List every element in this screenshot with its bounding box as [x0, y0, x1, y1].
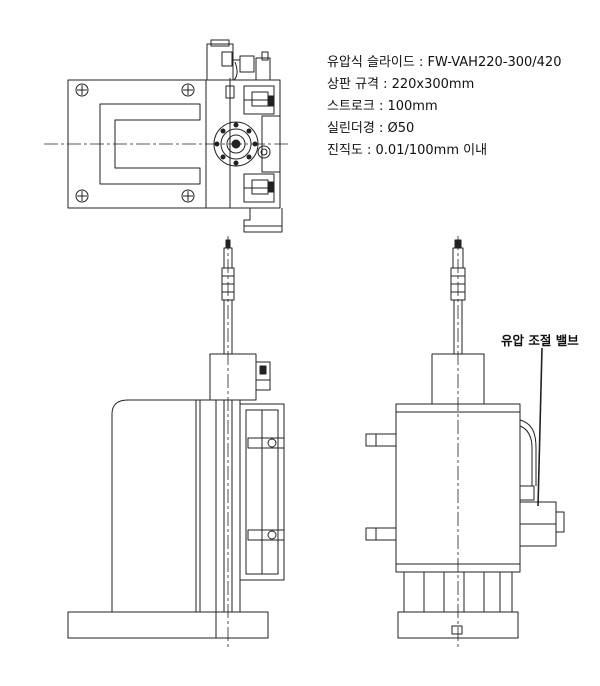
- top-view: [44, 40, 290, 232]
- side-slide: [240, 404, 284, 580]
- left-fitting-lower: [366, 528, 396, 540]
- side-view: [366, 236, 564, 650]
- corner-bolts: [76, 84, 194, 202]
- valve-callout-label: 유압 조절 밸브: [501, 333, 579, 348]
- spec-slide-model: 유압식 슬라이드 : FW-VAH220-300/420: [327, 55, 562, 70]
- front-cylinder-head: [210, 354, 256, 400]
- spec-cylinder-bore: 실린더경 : Ø50: [327, 121, 415, 136]
- valve-leader-line: [538, 348, 542, 506]
- valve-fitting: [520, 486, 534, 500]
- spec-plate-size: 상판 규격 : 220x300mm: [327, 77, 475, 92]
- front-view: [68, 236, 284, 650]
- spec-straightness: 진직도 : 0.01/100mm 이내: [327, 143, 488, 158]
- valve-tube: [520, 420, 536, 486]
- spec-stroke: 스트로크 : 100mm: [327, 99, 438, 114]
- bottom-bracket: [244, 208, 282, 232]
- left-fitting-upper: [366, 434, 396, 446]
- u-slot: [100, 104, 200, 184]
- front-base: [68, 612, 268, 638]
- front-clamp-lower: [248, 530, 284, 540]
- front-clamp-upper: [248, 438, 284, 448]
- top-fitting: [207, 44, 233, 80]
- front-body: [112, 400, 216, 612]
